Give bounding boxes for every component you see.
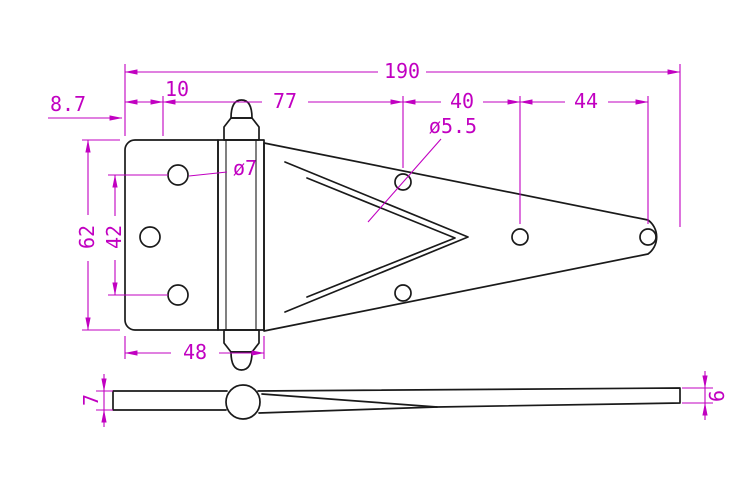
plate-hole-middle <box>139 226 161 248</box>
strap-chevron-inner <box>306 177 456 298</box>
extension-lines <box>82 64 713 411</box>
dimension-layer: 190 10 77 40 44 8.7 62 <box>48 59 729 427</box>
plate-hole-top <box>167 164 189 186</box>
side-strap-profile <box>257 387 681 414</box>
dim-chain-row: 10 77 40 44 <box>124 77 649 113</box>
dim-190: 190 <box>124 59 681 83</box>
barrel-top-dome <box>230 99 253 119</box>
callout-dia5-5: ø5.5 <box>367 114 477 223</box>
dim-label-62: 62 <box>75 225 99 249</box>
barrel-bottom-nut <box>223 329 260 353</box>
dim-42: 42 <box>102 174 126 296</box>
dim-8-7: 8.7 <box>48 92 123 121</box>
side-plate-bar <box>112 390 228 411</box>
dim-label-8-7: 8.7 <box>50 92 86 116</box>
dim-label-40: 40 <box>450 89 474 113</box>
dim-label-7: 7 <box>79 394 103 406</box>
side-view-outline <box>112 384 681 420</box>
dim-label-dia5-5: ø5.5 <box>429 114 477 138</box>
dim-label-42: 42 <box>102 225 126 249</box>
hinge-strap-outline <box>263 142 658 332</box>
dim-62: 62 <box>75 139 99 331</box>
dia7-leader <box>188 171 228 177</box>
dim-label-10: 10 <box>165 77 189 101</box>
callout-dia7: ø7 <box>188 156 257 180</box>
side-strap-bend-line <box>261 393 438 408</box>
dim-label-6: 6 <box>705 390 729 402</box>
strap-hole-lower <box>394 284 412 302</box>
dim-label-dia7: ø7 <box>233 156 257 180</box>
dim-6: 6 <box>702 371 729 420</box>
strap-hole-mid <box>511 228 529 246</box>
barrel-top-nut <box>223 117 260 141</box>
dim-label-48: 48 <box>183 340 207 364</box>
hinge-leaf-plate-outline <box>124 139 219 331</box>
strap-hole-end <box>639 228 657 246</box>
side-knuckle-circle <box>225 384 261 420</box>
strap-hole-upper <box>394 173 412 191</box>
dim-label-44: 44 <box>574 89 598 113</box>
dim-label-77: 77 <box>273 89 297 113</box>
plate-hole-bottom <box>167 284 189 306</box>
barrel-bottom-dome <box>230 351 253 371</box>
dia5-5-leader <box>367 138 442 223</box>
dim-7: 7 <box>79 374 107 427</box>
dim-label-190: 190 <box>384 59 420 83</box>
dim-48: 48 <box>124 340 265 364</box>
top-view-outline <box>124 99 658 371</box>
strap-chevron-outer <box>284 161 469 313</box>
